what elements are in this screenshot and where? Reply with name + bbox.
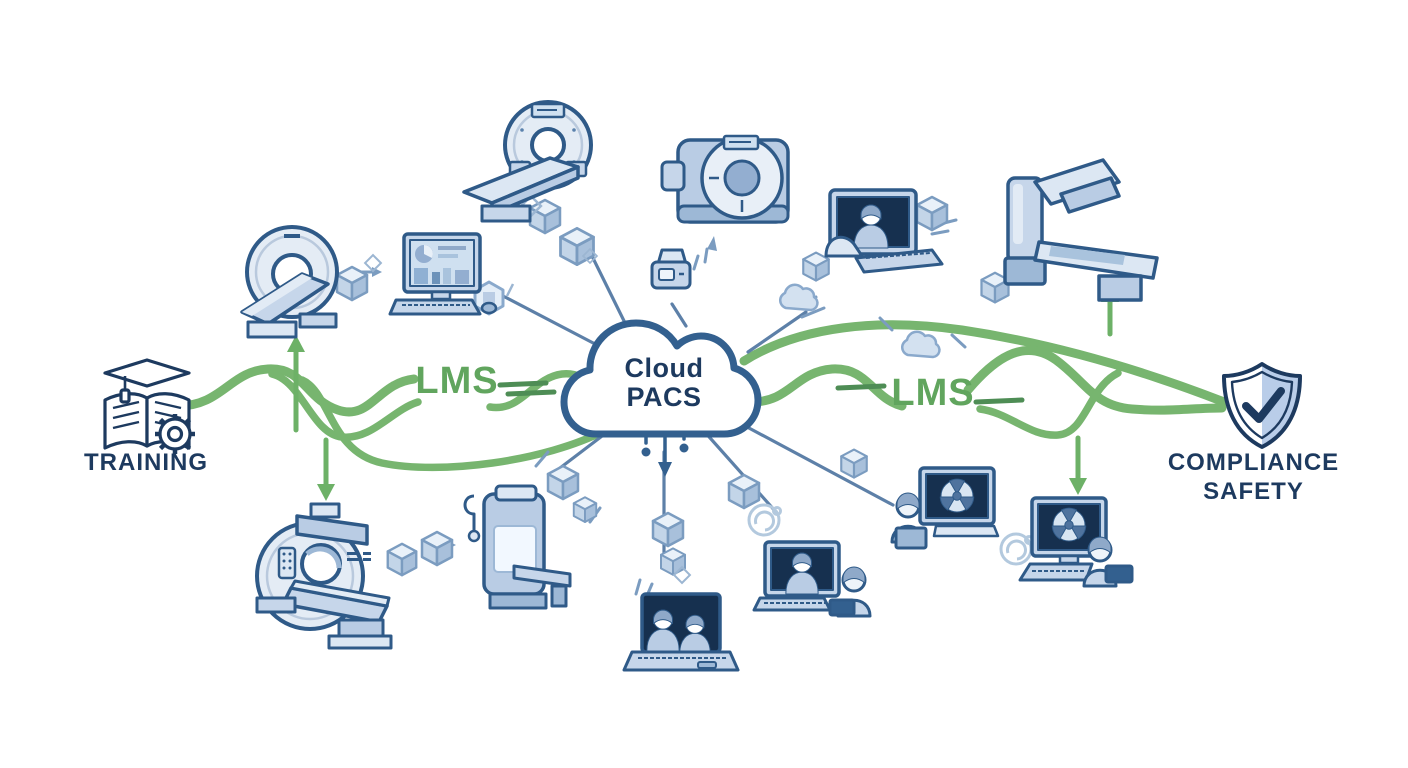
- ct-scanner-icon: [462, 100, 593, 223]
- green-bus-right-dashes: [835, 383, 1025, 405]
- radiology-workstation-2-icon: [1018, 496, 1134, 588]
- hub-label-line2: PACS: [626, 381, 702, 412]
- lms-left-label: LMS: [415, 360, 499, 402]
- training-session-icon: [752, 540, 872, 618]
- mammography-unit-icon: [463, 484, 572, 610]
- ct-scanner-side-icon: [255, 502, 393, 650]
- linac-icon: [1003, 158, 1159, 302]
- workstation-dashboard-icon: [388, 232, 498, 316]
- cloud-icon: [560, 319, 762, 438]
- compliance-label-line2: SAFETY: [1203, 478, 1304, 506]
- radiology-workstation-icon: [890, 466, 1000, 550]
- shield-check-icon: [1222, 362, 1302, 449]
- mri-scanner-icon: [240, 225, 339, 339]
- gantry-scanner-icon: [660, 134, 790, 224]
- compliance-label-line1: COMPLIANCE: [1167, 449, 1340, 476]
- telehealth-workstation-icon: [824, 188, 944, 274]
- compliance-label: COMPLIANCE SAFETY: [1156, 448, 1351, 507]
- training-label: TRAINING: [84, 449, 208, 476]
- hub-label: Cloud PACS: [598, 354, 730, 411]
- graduation-book-gear-icon: [103, 358, 195, 454]
- capture-camera-icon: [650, 248, 692, 290]
- laptop-video-call-icon: [622, 592, 740, 672]
- hub-label-line1: Cloud: [624, 353, 704, 383]
- lms-right-label: LMS: [891, 372, 975, 414]
- green-bus-right: [739, 320, 1229, 439]
- green-bus-left-dashes: [497, 380, 557, 397]
- hub-spokes: [501, 250, 895, 558]
